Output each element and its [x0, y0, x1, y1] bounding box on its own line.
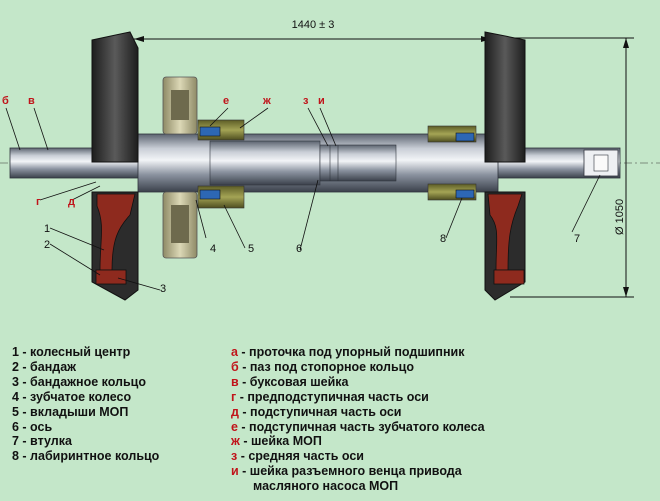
legend-zone-g: г - предподступичная часть оси: [231, 389, 429, 404]
callout-3: 3: [160, 283, 166, 295]
legend-part-4: 4 - зубчатое колесо: [12, 389, 132, 404]
leader-lines: [5, 107, 601, 291]
legend-part-2: 2 - бандаж: [12, 359, 77, 374]
callout-8: 8: [440, 233, 446, 245]
track-width-dimension: 1440 ± 3: [134, 19, 491, 42]
zones-legend: а - проточка под упорный подшипник б - п…: [231, 345, 485, 494]
legend-zone-i: и - шейка разъемного венца привода: [231, 464, 462, 479]
legend-zone-z: з - средняя часть оси: [231, 449, 364, 464]
legend-part-7: 7 - втулка: [12, 434, 72, 449]
legend-part-8: 8 - лабиринтное кольцо: [12, 449, 160, 464]
callout-5: 5: [248, 243, 254, 255]
callout-7: 7: [574, 233, 580, 245]
legend-part-5: 5 - вкладыши МОП: [12, 404, 129, 419]
legend-part-6: 6 - ось: [12, 419, 53, 434]
legend-zone-d: д - подступичная часть оси: [231, 404, 402, 419]
gear-wheel: [162, 76, 198, 259]
callout-g: г: [36, 196, 41, 208]
right-wheel: [484, 31, 526, 301]
wheel-diameter-dimension: Ø 1050: [500, 37, 634, 298]
wheelset-drawing: 1440 ± 3 Ø 1050: [0, 19, 660, 301]
labyrinth-seals: [199, 126, 475, 200]
legend-part-1: 1 - колесный центр: [12, 345, 131, 359]
callout-v: в: [28, 95, 35, 107]
legend-zone-e: е - подступичная часть зубчатого колеса: [231, 419, 485, 434]
callout-i: и: [318, 95, 325, 107]
callout-4: 4: [210, 243, 216, 255]
callout-1: 1: [44, 223, 50, 235]
parts-legend: 1 - колесный центр 2 - бандаж 3 - бандаж…: [12, 345, 159, 464]
callout-b: б: [2, 95, 9, 107]
wheel-diameter-label: Ø 1050: [614, 199, 626, 235]
legend-zone-a: а - проточка под упорный подшипник: [231, 345, 465, 359]
left-wheel: [91, 31, 139, 301]
legend-zone-i-continued: масляного насоса МОП: [253, 479, 399, 494]
callout-zh: ж: [262, 95, 271, 107]
legend-zone-b: б - паз под стопорное кольцо: [231, 359, 414, 374]
callout-e: е: [223, 95, 229, 107]
callout-2: 2: [44, 239, 50, 251]
legend-part-3: 3 - бандажное кольцо: [12, 374, 147, 389]
track-width-label: 1440 ± 3: [292, 19, 335, 31]
callout-d: д: [68, 196, 75, 208]
legend-zone-v: в - буксовая шейка: [231, 374, 349, 389]
legend-zone-zh: ж - шейка МОП: [231, 434, 322, 449]
callout-z: з: [303, 95, 309, 107]
callout-6: 6: [296, 243, 302, 255]
